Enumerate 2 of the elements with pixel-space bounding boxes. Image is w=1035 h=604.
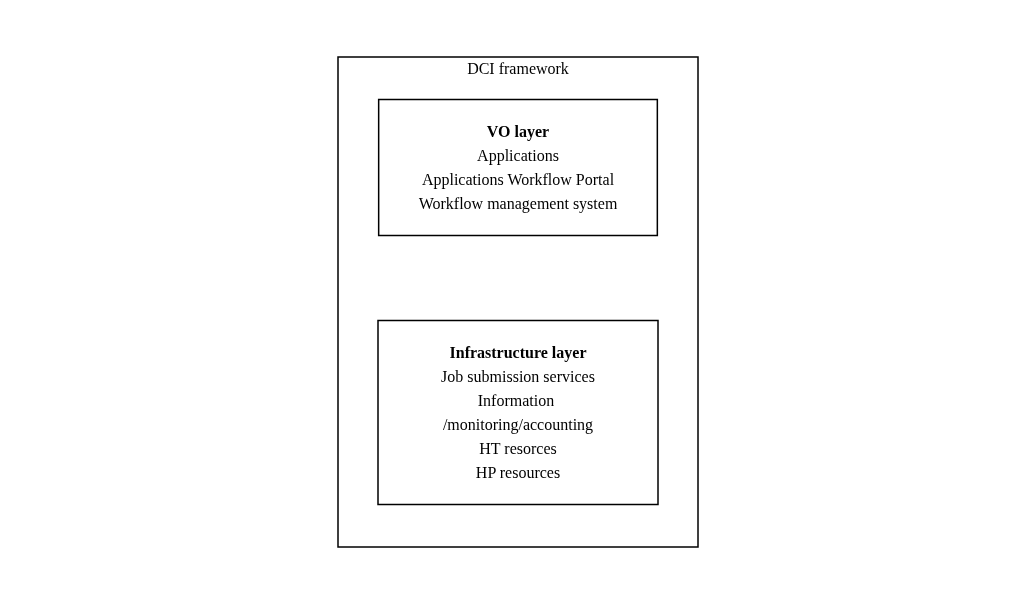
node-box: Infrastructure layer Job submission services Information /monitoring/accounting HT resorces HP resources — [376, 319, 659, 506]
node-box: VO layer Applications Applications Workflow Portal Workflow management system — [377, 98, 658, 237]
